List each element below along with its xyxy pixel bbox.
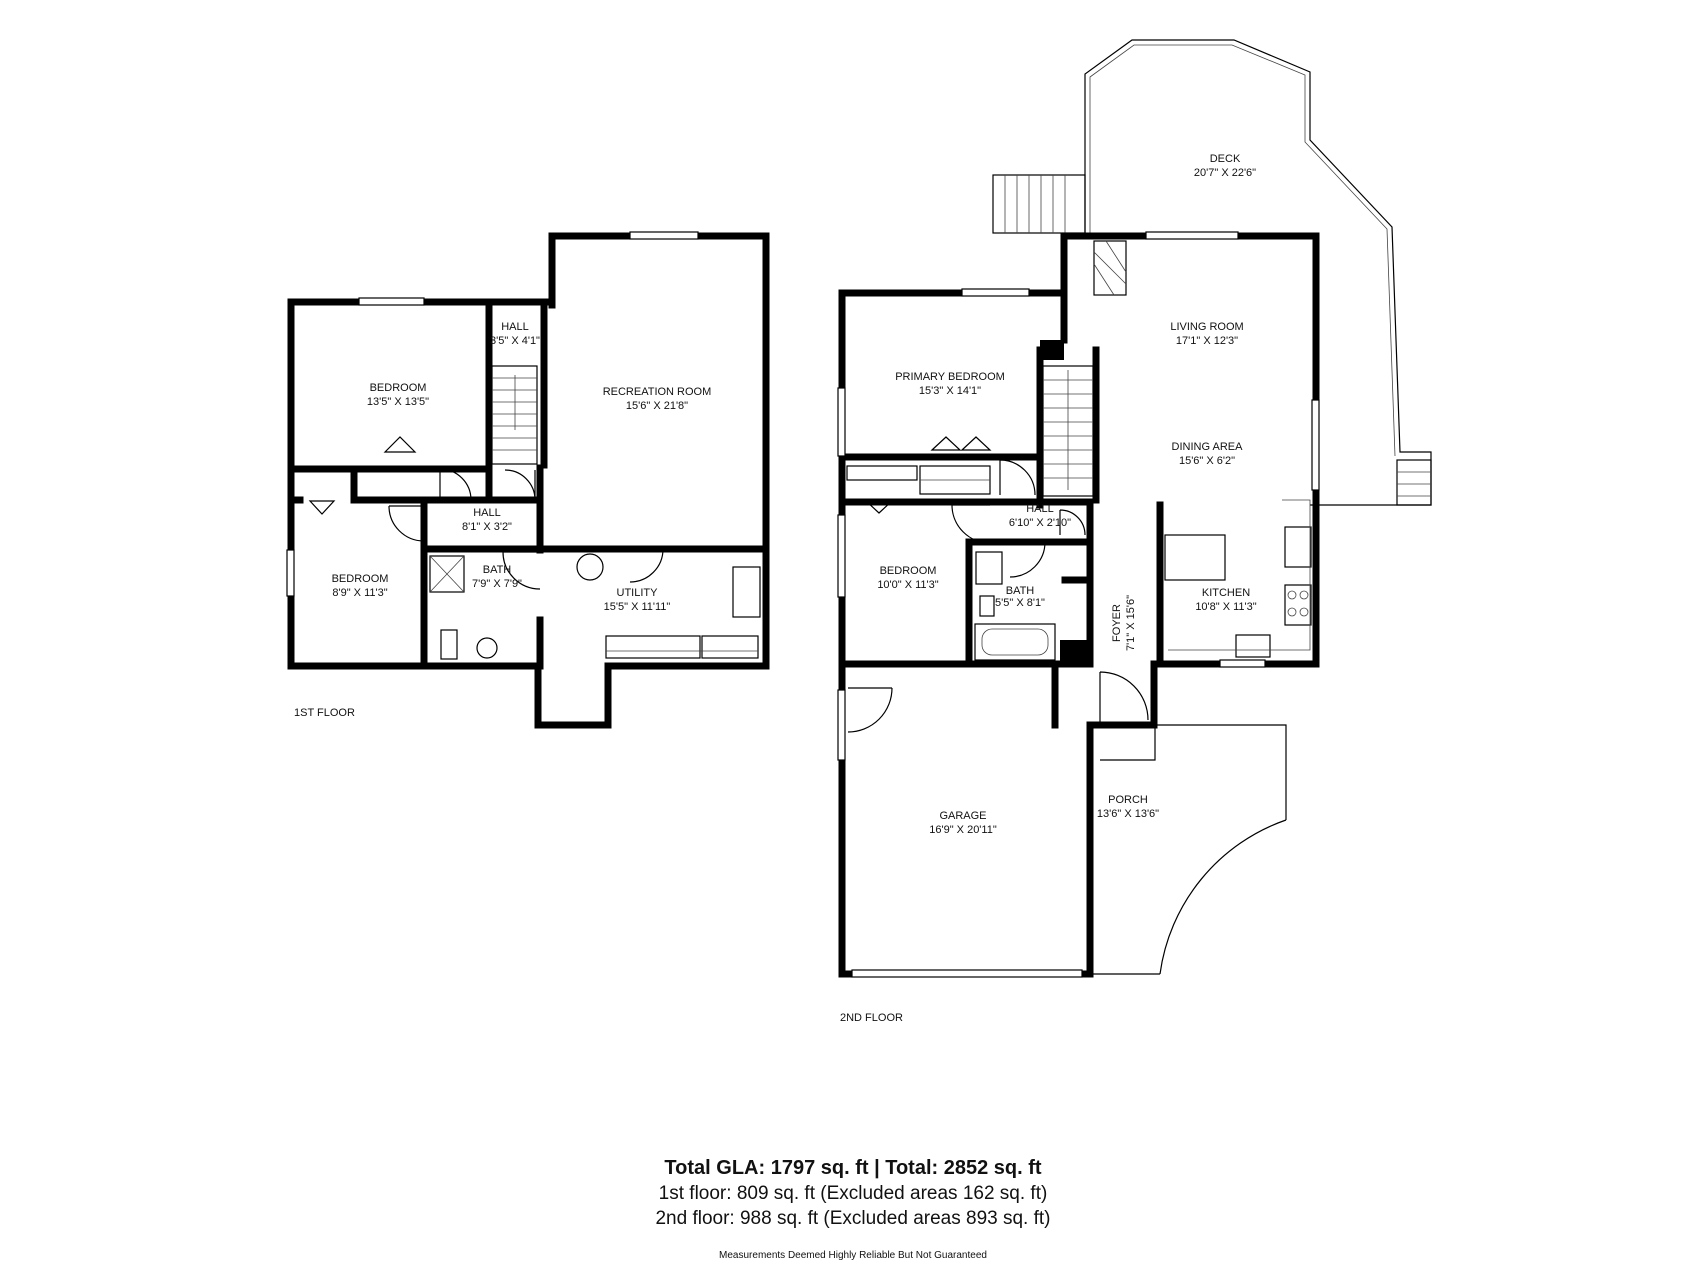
second-floor-doors <box>847 436 1156 761</box>
second-floor-windows <box>837 231 1320 978</box>
room-size-deck: 20'7" X 22'6" <box>1194 167 1256 179</box>
room-size-utility: 15'5" X 11'11" <box>604 601 671 613</box>
first-floor-stairs <box>491 365 538 465</box>
foyer-wall-block <box>1060 640 1090 664</box>
room-name-primary-bedroom: PRIMARY BEDROOM <box>895 371 1005 383</box>
room-name-hall-b: HALL <box>473 507 501 519</box>
room-size-dining-area: 15'6" X 6'2" <box>1179 455 1235 467</box>
first-floor-outer-wall <box>287 232 770 729</box>
room-size-bedroom-b: 8'9" X 11'3" <box>332 587 387 599</box>
room-size-bath-b: 5'5" X 8'1" <box>995 597 1045 609</box>
first-floor-plan: BEDROOM 13'5" X 13'5" HALL 3'5" X 4'1" R… <box>286 231 770 729</box>
room-size-foyer: 7'1" X 15'6" <box>1125 595 1137 651</box>
second-floor-plan: DECK 20'7" X 22'6" LIVING ROOM 17'1" X 1… <box>837 39 1432 1024</box>
room-name-living-room: LIVING ROOM <box>1170 321 1243 333</box>
room-size-hall-c: 6'10" X 2'10" <box>1009 517 1071 529</box>
first-floor-windows <box>286 231 699 597</box>
room-name-garage: GARAGE <box>939 810 986 822</box>
first-floor-area-summary: 1st floor: 809 sq. ft (Excluded areas 16… <box>658 1183 1048 1204</box>
room-name-porch: PORCH <box>1108 794 1148 806</box>
room-size-bedroom-c: 10'0" X 11'3" <box>877 579 938 591</box>
room-name-bedroom-a: BEDROOM <box>370 382 427 394</box>
measurement-disclaimer: Measurements Deemed Highly Reliable But … <box>719 1250 987 1261</box>
total-area-summary: Total GLA: 1797 sq. ft | Total: 2852 sq.… <box>664 1157 1042 1179</box>
fireplace <box>1093 240 1127 296</box>
room-size-bedroom-a: 13'5" X 13'5" <box>367 396 429 408</box>
room-size-recreation-room: 15'6" X 21'8" <box>626 400 688 412</box>
first-floor-label: 1ST FLOOR <box>294 707 355 719</box>
room-size-living-room: 17'1" X 12'3" <box>1176 335 1238 347</box>
room-name-hall-c: HALL <box>1026 503 1054 515</box>
first-floor-room-labels: BEDROOM 13'5" X 13'5" HALL 3'5" X 4'1" R… <box>332 321 712 613</box>
second-floor-stairs <box>1042 365 1094 497</box>
second-floor-kitchen-fixtures <box>1164 499 1312 658</box>
room-size-porch: 13'6" X 13'6" <box>1097 808 1159 820</box>
first-floor-fixtures <box>429 553 761 660</box>
room-name-bedroom-b: BEDROOM <box>332 573 389 585</box>
room-size-bath-a: 7'9" X 7'9" <box>472 578 522 590</box>
chimney-block <box>1040 340 1064 360</box>
room-name-kitchen: KITCHEN <box>1202 587 1250 599</box>
room-name-dining-area: DINING AREA <box>1172 441 1244 453</box>
porch-outline <box>1090 724 1287 975</box>
second-floor-room-labels: DECK 20'7" X 22'6" LIVING ROOM 17'1" X 1… <box>877 153 1256 836</box>
deck-stairs <box>992 174 1432 506</box>
first-floor-interior-walls <box>287 298 770 670</box>
room-name-bath-b: BATH <box>1006 585 1035 597</box>
first-floor-doors <box>308 436 664 590</box>
room-name-foyer: FOYER <box>1111 604 1123 642</box>
room-name-recreation-room: RECREATION ROOM <box>603 386 712 398</box>
room-name-utility: UTILITY <box>617 587 659 599</box>
room-name-deck: DECK <box>1210 153 1241 165</box>
second-floor-interior-walls <box>838 289 1164 729</box>
room-size-hall-b: 8'1" X 3'2" <box>462 521 512 533</box>
deck-outline <box>1084 39 1432 506</box>
second-floor-area-summary: 2nd floor: 988 sq. ft (Excluded areas 89… <box>655 1208 1051 1229</box>
second-floor-label: 2ND FLOOR <box>840 1012 903 1024</box>
room-size-garage: 16'9" X 20'11" <box>929 824 997 836</box>
room-name-hall-a: HALL <box>501 321 529 333</box>
room-name-bath-a: BATH <box>483 564 512 576</box>
room-name-bedroom-c: BEDROOM <box>880 565 937 577</box>
room-size-primary-bedroom: 15'3" X 14'1" <box>919 385 981 397</box>
second-floor-closets <box>846 465 991 495</box>
second-floor-bath-fixtures <box>974 551 1056 661</box>
room-size-hall-a: 3'5" X 4'1" <box>490 335 540 347</box>
room-size-kitchen: 10'8" X 11'3" <box>1195 601 1256 613</box>
